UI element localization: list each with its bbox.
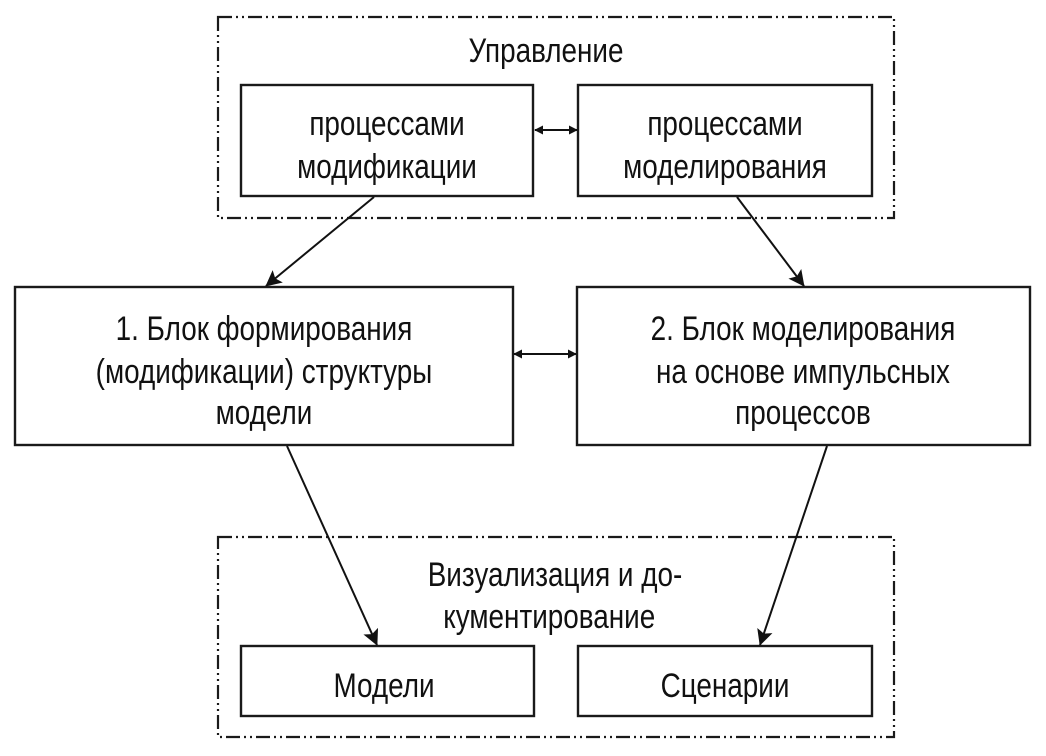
block-1-line-2: (модификации) структуры <box>96 352 433 390</box>
modification-process-line-2: модификации <box>297 147 477 185</box>
edge-modeling-to-block2-arrow <box>736 196 805 287</box>
management-group-title: Управление <box>469 31 624 69</box>
modification-process-box[interactable]: процессами модификации <box>239 83 535 198</box>
block-2-line-1: 2. Блок моделирования <box>651 309 956 347</box>
block-1-line-3: модели <box>216 393 313 431</box>
models-box-label: Модели <box>333 666 434 704</box>
management-group: Управление процессами модификации процес… <box>216 15 896 220</box>
block-2-impulse-modeling[interactable]: 2. Блок моделирования на основе импульсн… <box>575 285 1032 447</box>
block-2-line-3: процессов <box>735 393 871 431</box>
visualization-group-frame <box>216 535 896 739</box>
block-2-line-2: на основе импульсных <box>656 352 950 390</box>
modeling-process-line-1: процессами <box>647 104 802 142</box>
scenarios-box-label: Сценарии <box>661 666 790 704</box>
scenarios-box[interactable]: Сценарии <box>576 644 874 718</box>
management-group-frame <box>216 15 896 220</box>
modeling-process-line-2: моделирования <box>623 147 827 185</box>
modeling-process-box[interactable]: процессами моделирования <box>576 83 874 198</box>
block-1-line-1: 1. Блок формирования <box>116 309 413 347</box>
edge-modification-to-block1-arrow <box>265 196 375 287</box>
edge-block1-to-models-arrow <box>286 445 379 646</box>
block-1-structure-formation[interactable]: 1. Блок формирования (модификации) струк… <box>13 285 515 447</box>
edge-block2-to-scenarios-arrow <box>757 445 828 646</box>
modification-process-line-1: процессами <box>309 104 464 142</box>
models-box[interactable]: Модели <box>239 644 536 718</box>
visualization-group-title-line-1: Визуализация и до- <box>428 555 683 593</box>
visualization-group-title-line-2: кументирование <box>443 597 655 635</box>
visualization-group: Визуализация и до- кументирование Модели… <box>216 535 896 739</box>
